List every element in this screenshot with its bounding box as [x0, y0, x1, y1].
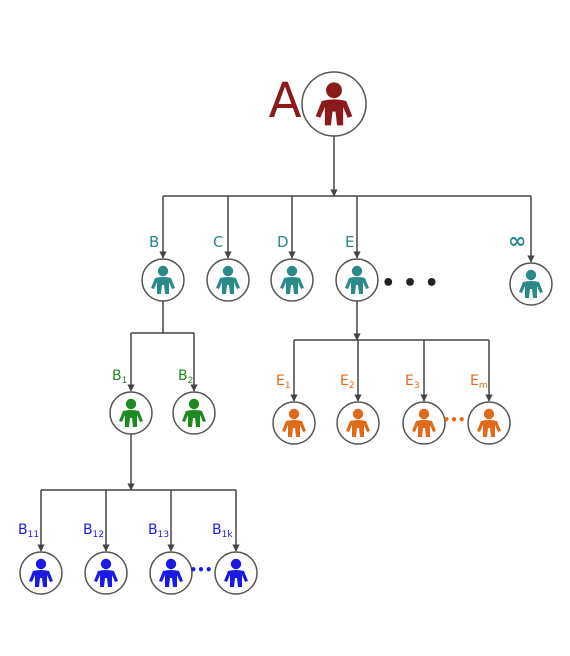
label-e3: E3 [405, 373, 420, 391]
node-e [335, 258, 379, 302]
label-d: D [277, 233, 289, 251]
node-d [270, 258, 314, 302]
person-icon [477, 408, 501, 437]
label-b11: B11 [18, 522, 39, 540]
person-icon [151, 265, 175, 294]
person-icon [216, 265, 240, 294]
node-e2 [336, 401, 380, 445]
node-em [467, 401, 511, 445]
person-icon [519, 269, 543, 298]
label-b: B [149, 233, 159, 251]
person-icon [159, 558, 183, 587]
e-ellipsis: ••• [442, 413, 465, 427]
person-icon [280, 265, 304, 294]
label-b1k: B1k [212, 522, 233, 540]
node-b2 [172, 391, 216, 435]
person-icon [346, 408, 370, 437]
label-b2: B2 [178, 368, 193, 386]
label-e2: E2 [340, 373, 355, 391]
node-b12 [84, 551, 128, 595]
node-infinity [509, 262, 553, 306]
label-infinity: ∞ [508, 229, 526, 254]
node-b11 [19, 551, 63, 595]
node-b1k [214, 551, 258, 595]
connector-lines [37, 136, 535, 552]
person-icon [224, 558, 248, 587]
person-icon [94, 558, 118, 587]
label-c: C [213, 233, 223, 251]
b1-ellipsis: ••• [189, 563, 212, 577]
node-b13 [149, 551, 193, 595]
person-icon [412, 408, 436, 437]
label-b12: B12 [83, 522, 104, 540]
node-b [141, 258, 185, 302]
node-c [206, 258, 250, 302]
person-icon [345, 265, 369, 294]
label-e1: E1 [276, 373, 291, 391]
node-e3 [402, 401, 446, 445]
label-em: Em [470, 373, 488, 391]
level1-ellipsis: • • • [381, 271, 439, 296]
person-icon [119, 398, 143, 427]
root-label: A [269, 73, 302, 129]
label-e: E [345, 233, 354, 251]
label-b13: B13 [148, 522, 169, 540]
person-icon [282, 408, 306, 437]
person-icon [182, 398, 206, 427]
node-e1 [272, 401, 316, 445]
node-b1 [109, 391, 153, 435]
label-b1: B1 [112, 368, 127, 386]
root-person-node [301, 71, 367, 137]
person-icon [315, 82, 353, 126]
person-icon [29, 558, 53, 587]
